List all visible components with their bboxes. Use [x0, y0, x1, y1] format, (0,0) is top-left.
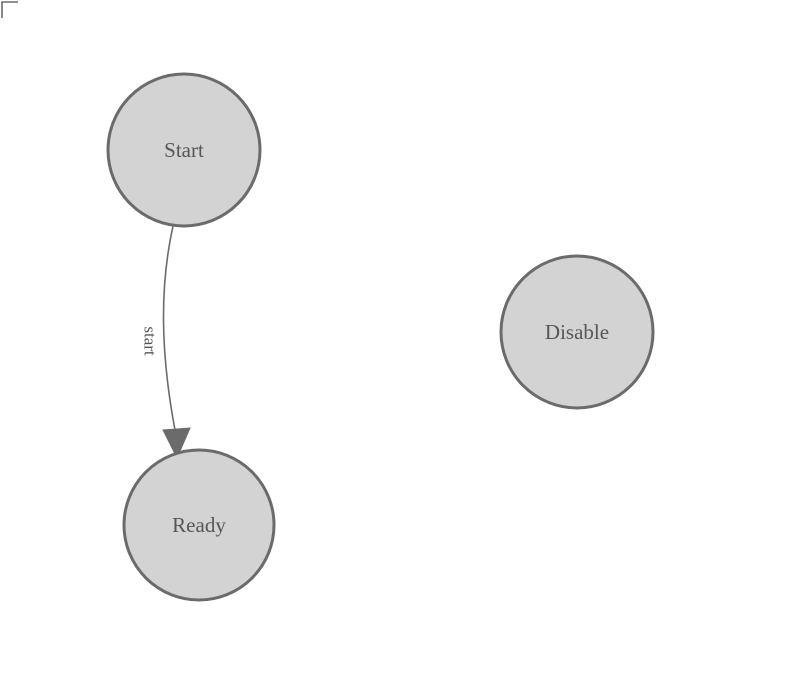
arrowhead-icon [162, 427, 191, 460]
node-ready-shape [122, 448, 276, 602]
canvas-corner-marker [1, 1, 18, 18]
edge-start-to-ready[interactable]: start [141, 225, 191, 460]
edge-label-start: start [141, 326, 160, 356]
node-disable-shape [499, 254, 655, 410]
node-start-label: Start [164, 138, 204, 162]
node-ready-label: Ready [172, 513, 226, 537]
node-disable[interactable]: Disable [499, 254, 655, 410]
edge-path [162, 225, 176, 431]
node-start-shape [106, 72, 262, 228]
node-disable-label: Disable [545, 320, 609, 344]
node-start[interactable]: Start [106, 72, 262, 228]
node-ready[interactable]: Ready [122, 448, 276, 602]
